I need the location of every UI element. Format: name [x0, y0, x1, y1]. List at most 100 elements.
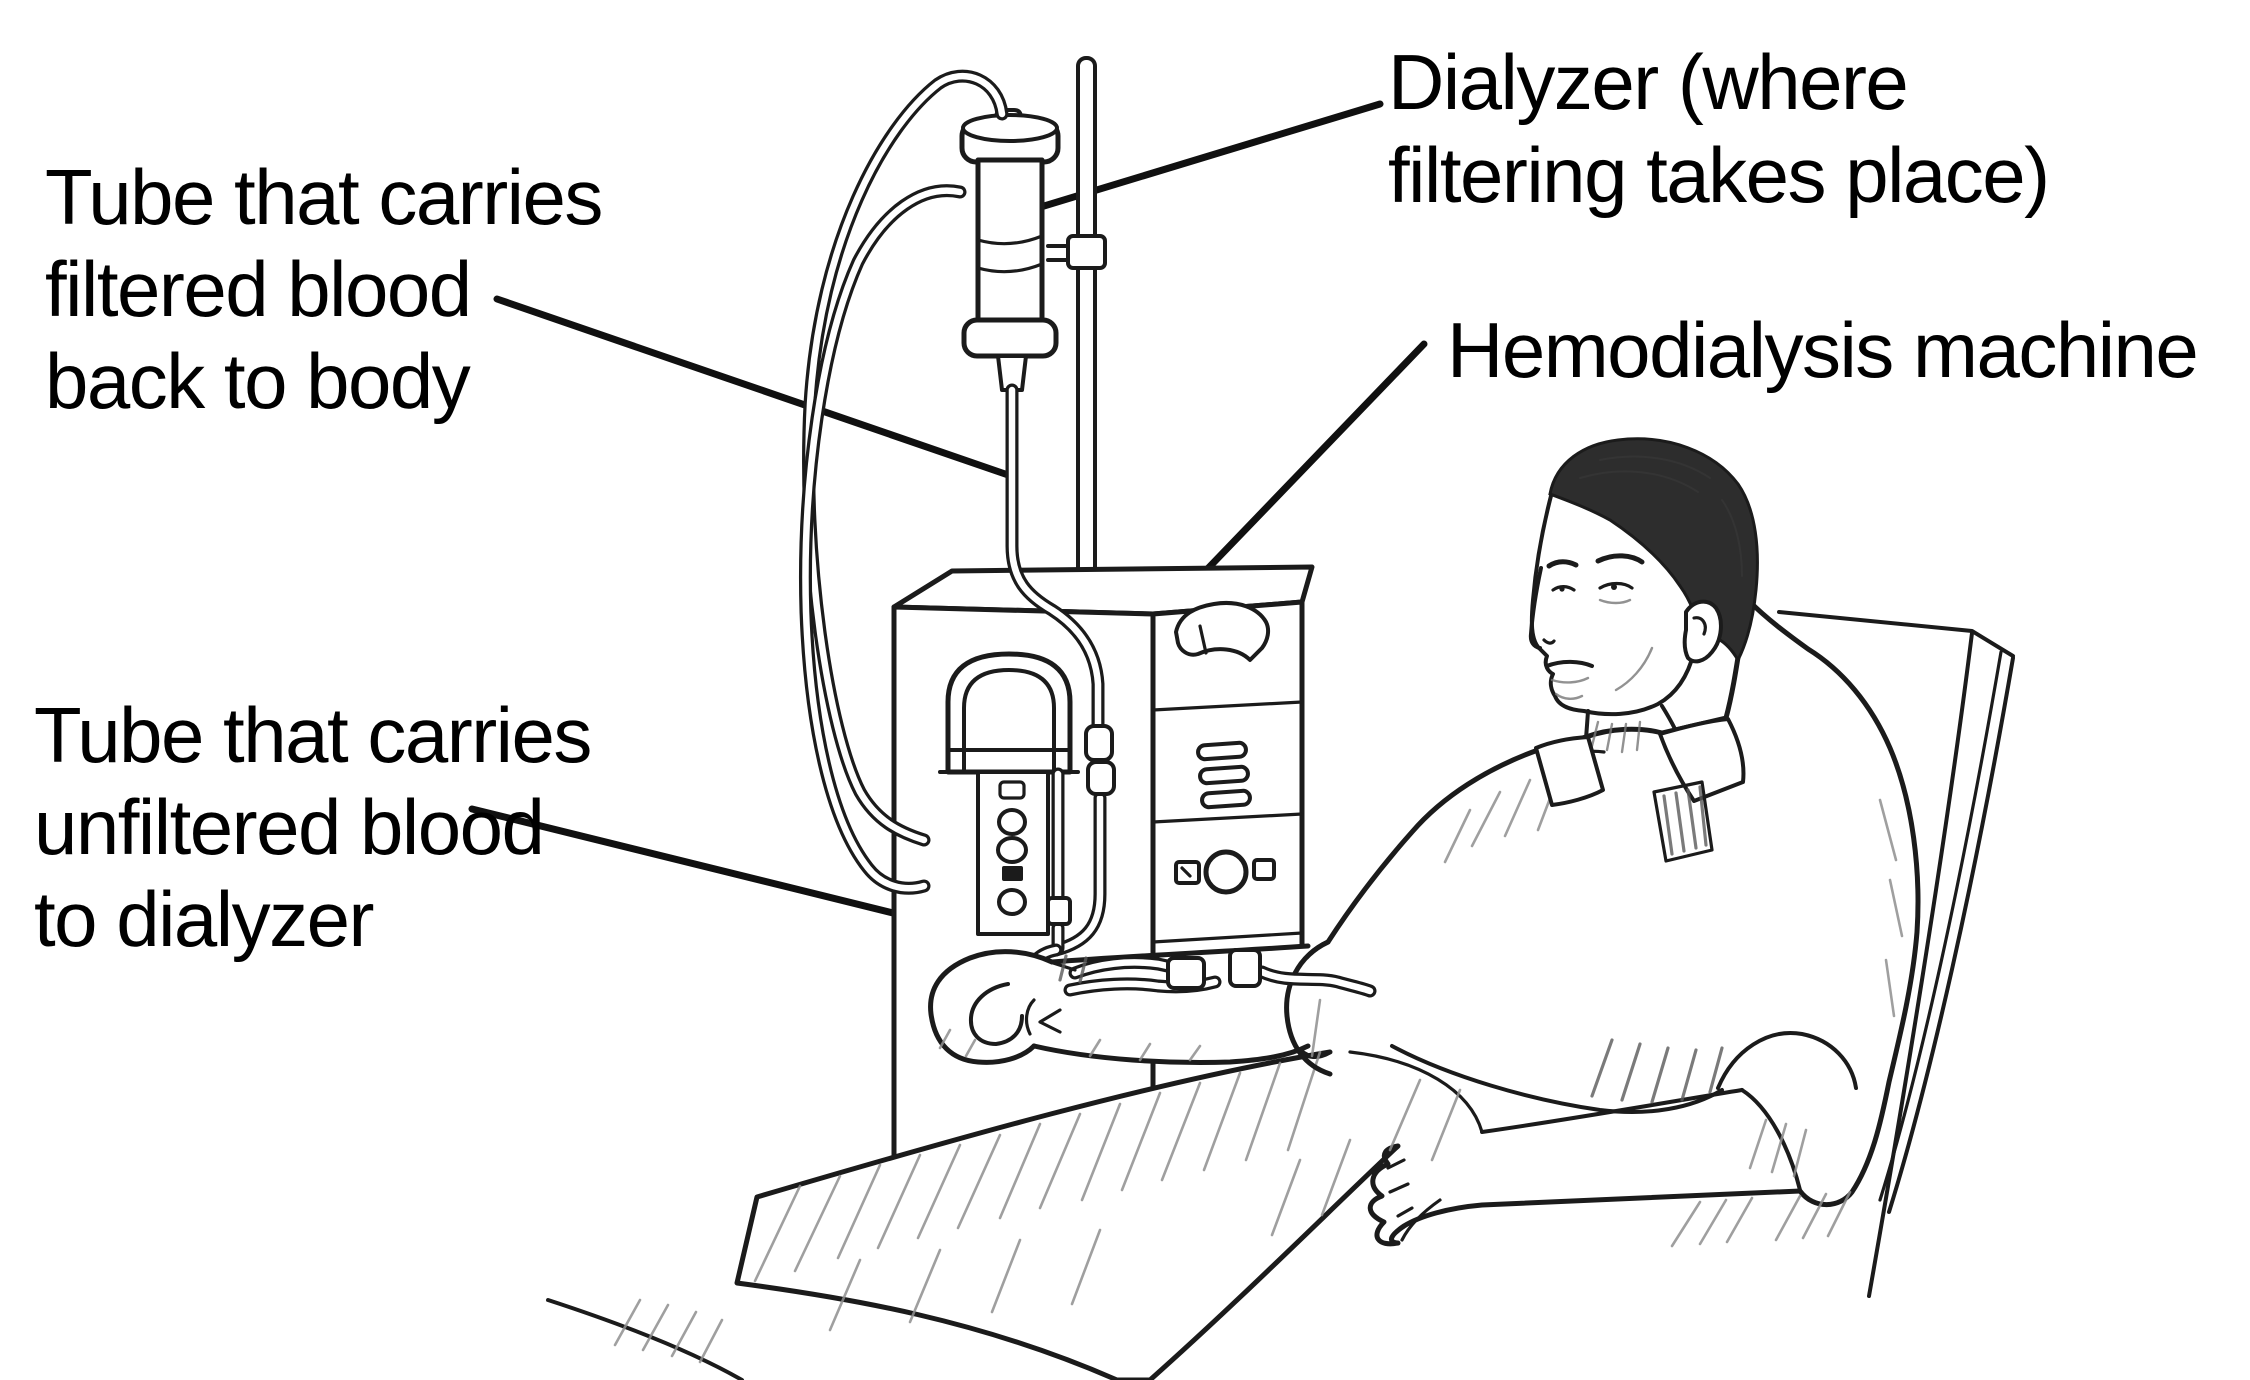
seat-shading — [1670, 1190, 1852, 1248]
dialyzer-label: Dialyzer (where filtering takes place) — [1388, 38, 2050, 219]
neck-shading — [1590, 720, 1642, 754]
thigh-shading — [753, 1050, 1462, 1332]
right-forearm-bottom-edge — [1031, 1043, 1311, 1065]
vent-slot — [1200, 788, 1252, 810]
pole-clamp-bracket — [1046, 244, 1070, 262]
tube-arc-side-core — [802, 187, 964, 892]
fist-crease — [1038, 1008, 1062, 1034]
filtered-tube-label: Tube that carries filtered blood back to… — [45, 153, 603, 425]
dialyzer-label-line1: Dialyzer (where — [1388, 38, 1907, 126]
pump-button-round — [997, 888, 1027, 916]
pump-arch-outer — [945, 651, 1073, 775]
ear-inner — [1692, 616, 1707, 636]
pole-clamp — [1066, 234, 1107, 270]
right-forearm-top-edge — [1049, 943, 1311, 965]
pump-button-round — [997, 808, 1027, 836]
hem-shadow-shading — [1590, 1038, 1724, 1104]
pump-button-dark — [1002, 866, 1023, 881]
pump-button-column — [976, 770, 1050, 936]
patient-right-arm — [928, 939, 1333, 1077]
button-mark — [1180, 866, 1192, 878]
chair-back-top-edge — [1777, 610, 2015, 658]
left-hand-palm-edge — [1400, 1198, 1442, 1242]
dialyzer-band — [976, 234, 1044, 274]
vent-slot — [1196, 740, 1248, 762]
left-forearm-top-edge — [1480, 1088, 1744, 1134]
lower-lip — [1550, 676, 1590, 684]
filtered-blood-tube-core — [1008, 386, 1102, 728]
collar-right-flap — [1658, 717, 1746, 803]
collar-left-flap — [1534, 735, 1605, 807]
shirt-hem — [1390, 1044, 1724, 1114]
tube-clip — [1046, 896, 1072, 926]
leg-rest — [546, 1298, 744, 1380]
right-button — [1252, 858, 1276, 881]
shirt-placket — [1652, 780, 1714, 863]
eyebrows — [1546, 553, 1645, 569]
tube-connector — [1086, 760, 1116, 796]
arm-tube-segment3-core — [1258, 968, 1374, 995]
chair-back-edge-inner — [1878, 650, 2003, 1202]
left-hand-finger-lines — [1386, 1158, 1414, 1218]
unfiltered-tube-label-line3: to dialyzer — [34, 875, 374, 963]
under-eye-line — [1598, 598, 1632, 605]
unfiltered-tube-label: Tube that carries unfiltered blood to di… — [34, 691, 592, 963]
mouth — [1545, 659, 1594, 668]
filtered-blood-tube-lower-core — [1052, 794, 1104, 954]
fist-knuckle — [1024, 998, 1036, 1036]
arm-tubing — [1048, 948, 1377, 998]
chin-crease — [1554, 692, 1584, 700]
chair-back-edge — [1867, 631, 1974, 1298]
tube-arc-top-core — [805, 72, 1006, 844]
control-knob-panel — [1174, 849, 1276, 895]
labels: Tube that carries filtered blood back to… — [34, 38, 2199, 963]
machine-label: Hemodialysis machine — [1447, 306, 2199, 394]
right-pupil — [1611, 584, 1617, 590]
dialyzer-illustration — [959, 108, 1061, 392]
pump-arch-inner — [962, 668, 1056, 774]
blood-pump-module — [938, 651, 1080, 936]
machine-label-line1: Hemodialysis machine — [1447, 306, 2197, 394]
dialyzer-label-line2: filtering takes place) — [1388, 131, 2049, 219]
arm-tube-connector — [1166, 956, 1206, 990]
tube-connector — [1084, 724, 1114, 762]
unfiltered-tube-label-line2: unfiltered blood — [34, 783, 543, 871]
unfiltered-tube-label-line1: Tube that carries — [34, 691, 591, 779]
gauge-needle — [1198, 624, 1208, 655]
fist-thumb — [968, 982, 1024, 1046]
leader-line-machine — [1188, 340, 1428, 589]
tubing-arcs — [799, 69, 1009, 895]
rotary-knob — [1203, 849, 1249, 895]
placket-shading — [1662, 785, 1708, 856]
knee-outline — [1348, 1050, 1484, 1134]
leg-rest-edge — [546, 1298, 744, 1380]
hair-texture — [1579, 455, 1743, 577]
fist-outline — [928, 949, 1055, 1065]
nose — [1528, 566, 1543, 650]
right-sleeve-opening — [1284, 939, 1333, 1077]
dialysis-chair — [1695, 610, 2015, 1298]
panel-divider-lines — [1151, 700, 1304, 944]
dialyzer-bottom-nozzle — [996, 354, 1028, 392]
eyes — [1551, 581, 1634, 592]
leader-lines — [468, 100, 1428, 954]
cheek-line — [1614, 646, 1654, 692]
gauge-meter — [1174, 601, 1271, 662]
filtered-tube-label-line1: Tube that carries — [45, 153, 602, 241]
arm-shading — [938, 1028, 1202, 1062]
vent-slots — [1196, 740, 1252, 810]
pump-button-square — [998, 780, 1026, 800]
leg-rest-shading — [613, 1298, 724, 1364]
gauge-dial — [1174, 601, 1271, 662]
elbow-crease — [1740, 1088, 1802, 1192]
dialyzer-bottom-cap — [961, 317, 1059, 359]
leader-line-filtered-tube — [493, 295, 1015, 480]
patient-head — [1528, 437, 1759, 863]
arm-tube-connector — [1228, 948, 1262, 988]
iv-pole-rod — [1076, 56, 1097, 590]
right-forearm-fill — [930, 946, 1308, 1063]
left-pupil — [1559, 586, 1565, 592]
tape-marks — [1058, 954, 1088, 984]
